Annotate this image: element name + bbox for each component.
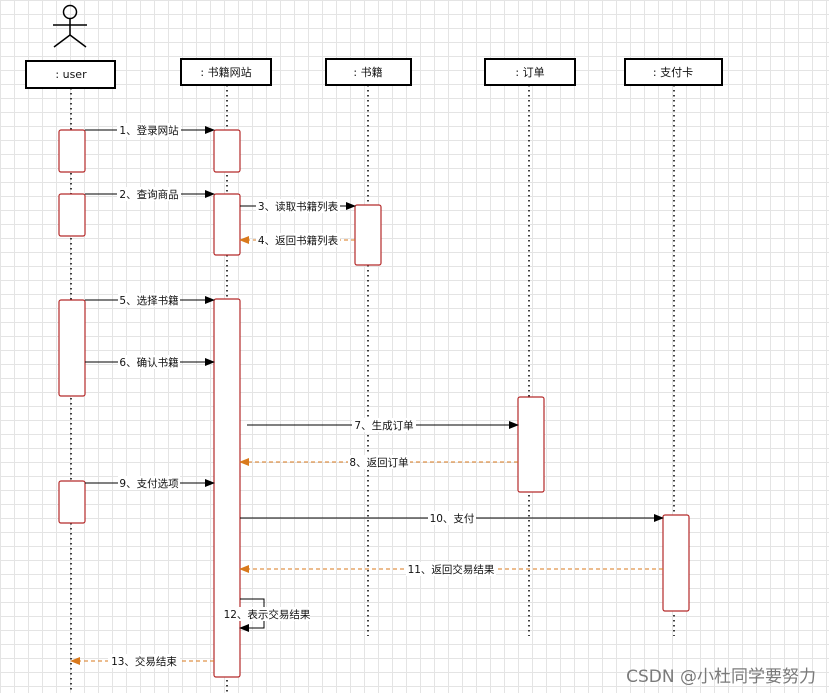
activation-website-2 [213,193,241,256]
message-label-5: 5、选择书籍 [119,294,178,307]
message-label-13: 13、交易结束 [111,655,177,668]
message-label-1: 1、登录网站 [119,124,179,137]
activation-user-4 [58,480,86,524]
activation-book [354,204,382,266]
participant-label-order: : 订单 [515,66,544,79]
participant-website[interactable]: : 书籍网站 [180,58,272,86]
message-label-6: 6、确认书籍 [119,356,178,369]
participant-label-card: : 支付卡 [653,66,693,79]
message-label-7: 7、生成订单 [354,419,413,432]
message-label-9: 9、支付选项 [119,477,179,490]
participant-user[interactable]: : user [25,60,116,89]
actor-icon [53,4,87,48]
activation-website-1 [213,129,241,173]
message-label-11: 11、返回交易结果 [408,563,495,576]
participant-book[interactable]: : 书籍 [325,58,412,86]
message-label-3: 3、读取书籍列表 [258,200,339,213]
watermark: CSDN @小杜同学要努力 [626,667,816,687]
activation-user-2 [58,193,86,237]
participant-order[interactable]: : 订单 [484,58,576,86]
activation-user-1 [58,129,86,173]
message-label-4: 4、返回书籍列表 [258,234,339,247]
activation-order [517,396,545,493]
message-label-12: 12、表示交易结果 [224,608,311,621]
participant-label-user: : user [55,68,87,81]
activation-website-3 [213,298,241,678]
activation-user-3 [58,299,86,397]
participant-card[interactable]: : 支付卡 [624,58,723,86]
participant-label-book: : 书籍 [353,65,382,79]
participant-label-website: : 书籍网站 [200,65,251,79]
activation-card [662,514,690,612]
message-label-8: 8、返回订单 [349,457,408,469]
message-label-10: 10、支付 [430,512,475,525]
message-label-2: 2、查询商品 [119,188,178,201]
